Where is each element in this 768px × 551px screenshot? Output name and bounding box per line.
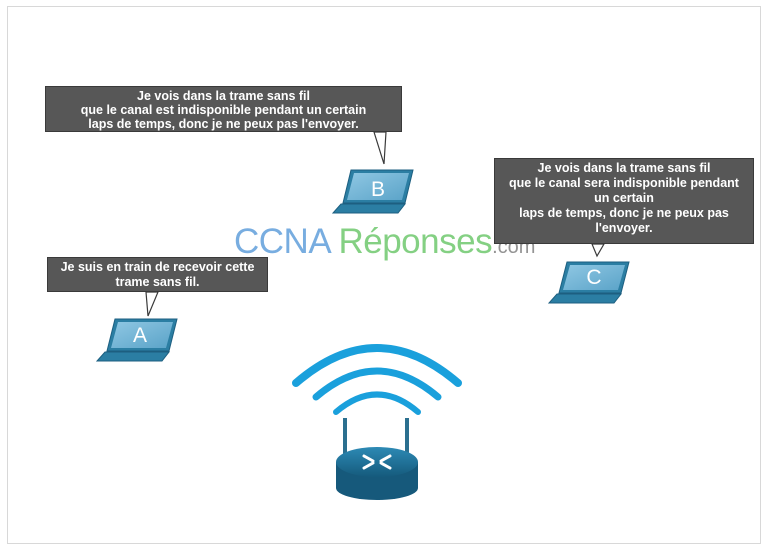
- watermark-ccna: CCNA: [234, 222, 339, 261]
- speech-bubble-b: Je vois dans la trame sans fil que le ca…: [45, 86, 402, 132]
- wifi-signal-icon: [292, 344, 462, 415]
- bubble-a-pointer: [145, 291, 159, 317]
- laptop-a-label: A: [133, 324, 147, 347]
- laptop-a: A: [95, 318, 178, 362]
- router-icon: [336, 418, 418, 500]
- speech-bubble-a: Je suis en train de recevoir cette trame…: [47, 257, 268, 292]
- laptop-c-label: C: [586, 266, 601, 289]
- diagram-frame: [7, 6, 761, 544]
- bubble-c-pointer: [591, 243, 606, 258]
- bubble-b-pointer: [373, 131, 387, 165]
- speech-bubble-c: Je vois dans la trame sans fil que le ca…: [494, 158, 754, 244]
- watermark-reponses: Réponses: [338, 222, 493, 261]
- watermark: CCNA Réponses.com: [234, 222, 535, 262]
- laptop-b: B: [331, 169, 414, 214]
- laptop-c: C: [547, 261, 630, 304]
- laptop-b-label: B: [371, 178, 385, 201]
